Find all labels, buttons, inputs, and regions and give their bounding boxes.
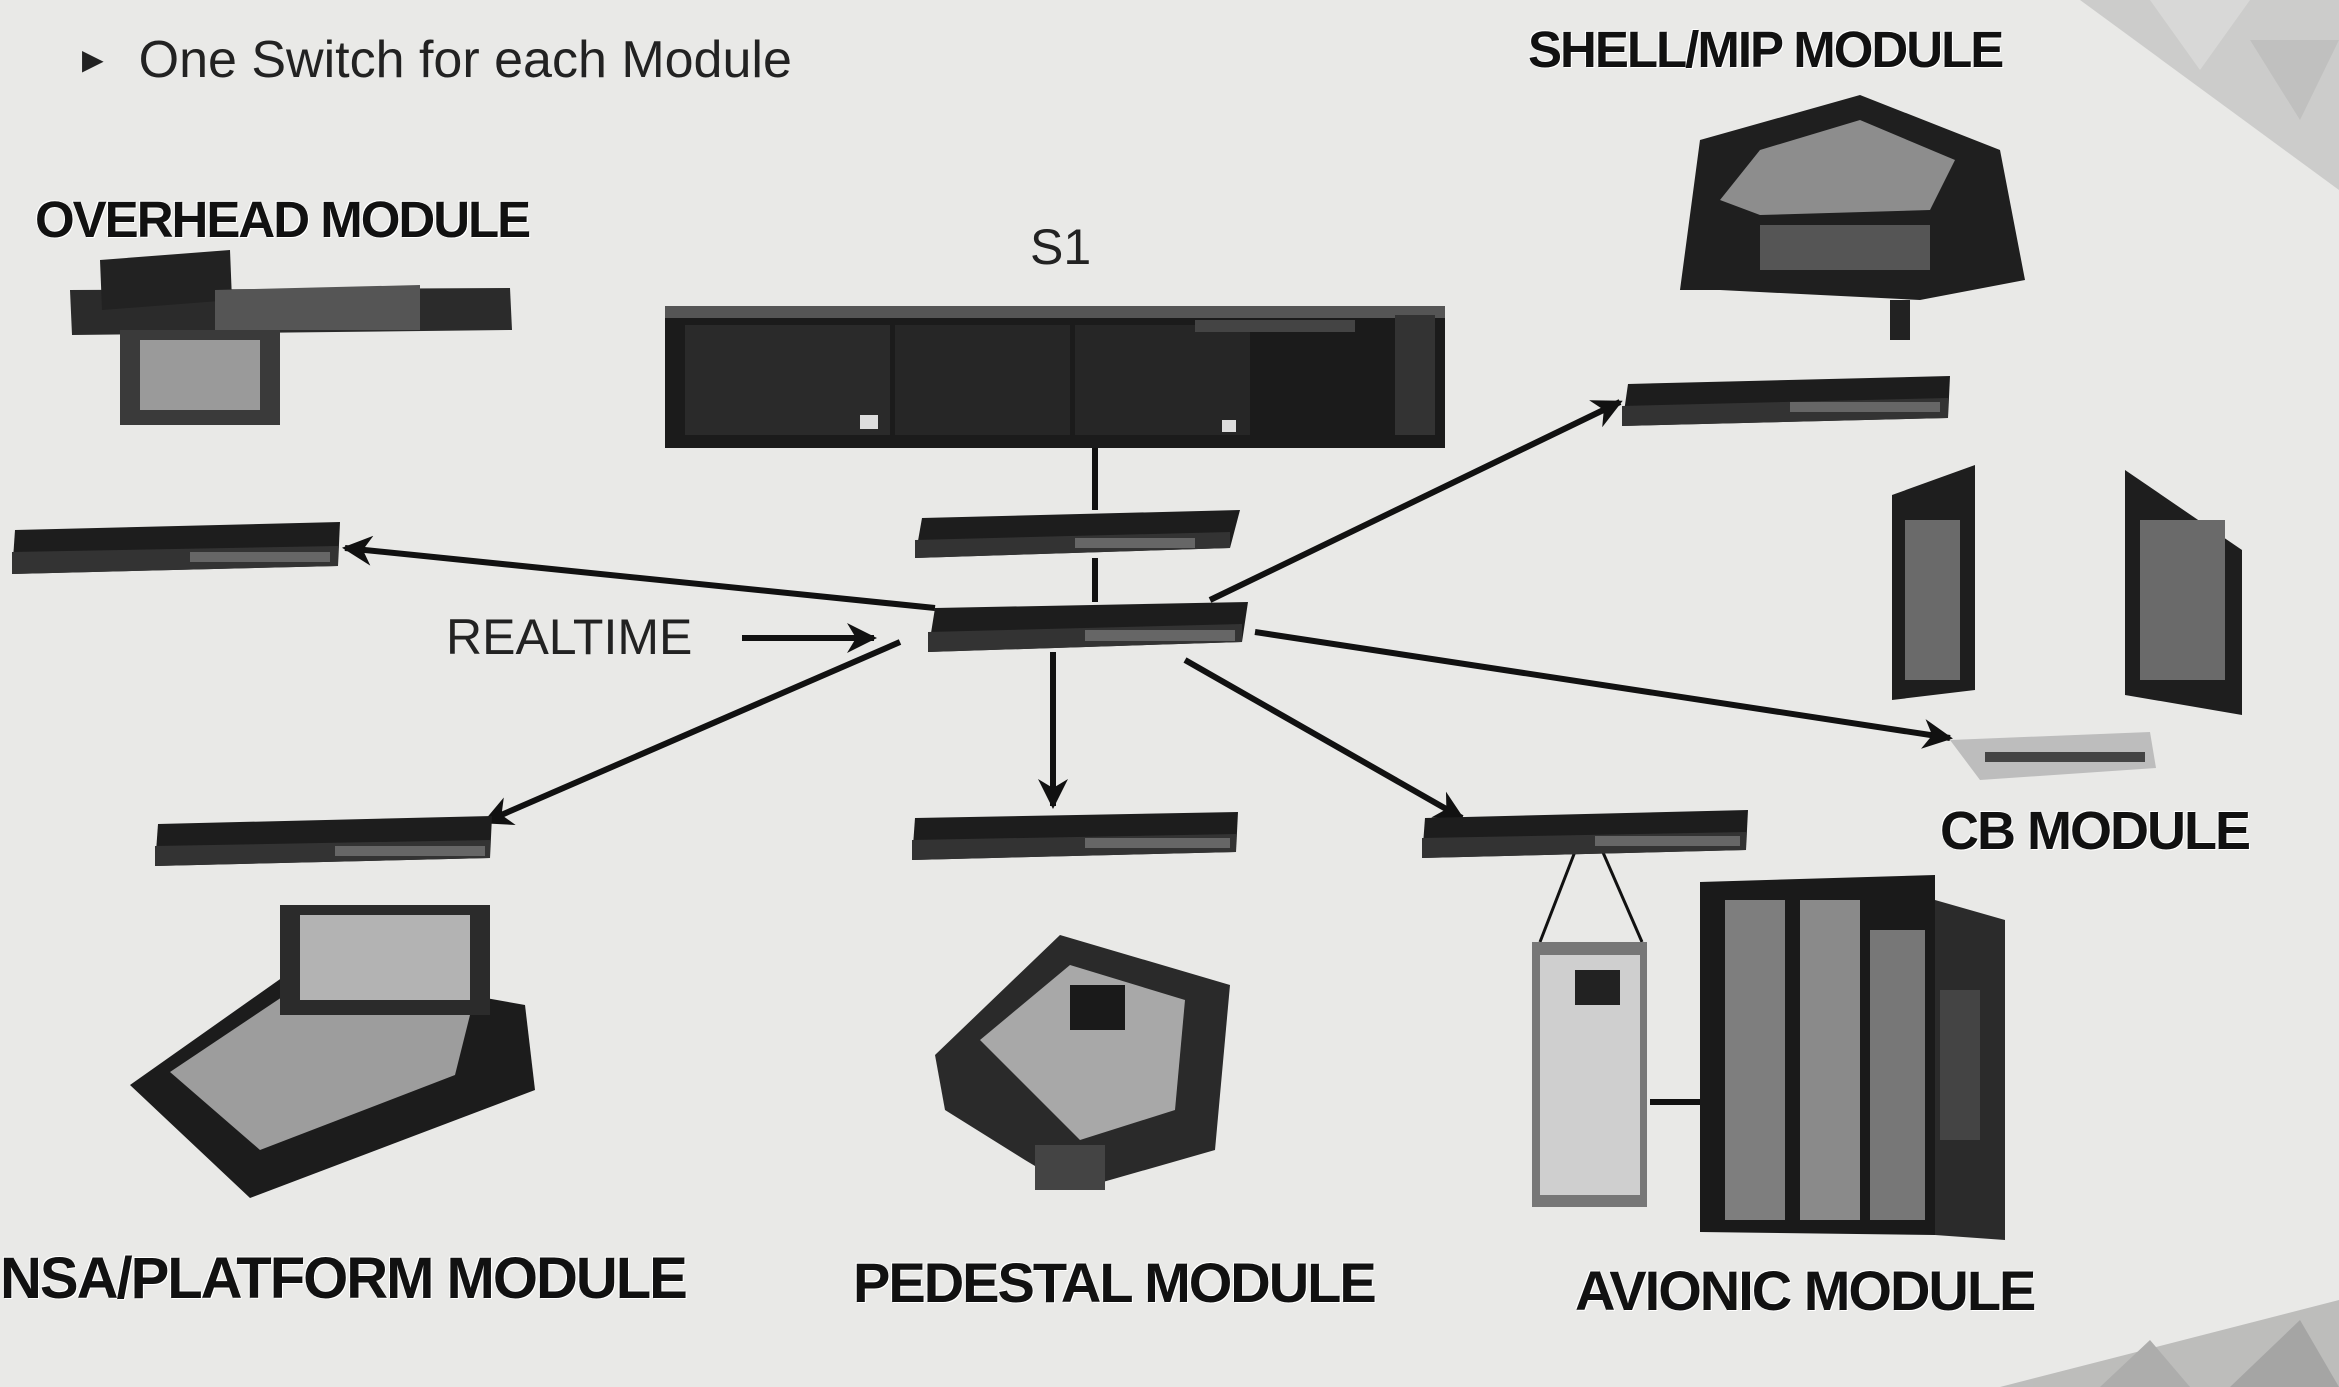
realtime-label: REALTIME	[446, 609, 693, 665]
bullet-point: ► One Switch for each Module	[75, 30, 792, 90]
avionic-module-image	[1532, 875, 2005, 1240]
arrow-to-cb-switch	[1254, 629, 1953, 749]
arrow-to-avionic-switch	[1183, 657, 1465, 821]
nsa-platform-module-label: NSA/PLATFORM MODULE	[0, 1246, 688, 1311]
overhead-module-image	[70, 250, 512, 425]
switch-shell	[1622, 376, 1950, 426]
cb-module-label: CB MODULE	[1940, 801, 2251, 861]
decorative-triangles-top-right	[2080, 0, 2339, 190]
switch-cb	[1950, 732, 2156, 780]
triangle-right-icon: ►	[75, 39, 111, 80]
switch-avionic	[1422, 810, 1748, 858]
switch-realtime	[928, 602, 1248, 652]
switch-server	[915, 510, 1240, 558]
bullet-text: One Switch for each Module	[138, 31, 792, 89]
pedestal-module-label: PEDESTAL MODULE	[853, 1251, 1377, 1314]
shell-mip-module-image	[1680, 95, 2025, 340]
shell-mip-module-label: SHELL/MIP MODULE	[1528, 21, 2004, 78]
pedestal-module-image	[935, 935, 1230, 1190]
switch-overhead	[12, 522, 340, 574]
decorative-triangles-bottom-right	[2000, 1300, 2339, 1387]
server-s1	[665, 306, 1445, 448]
switch-nsa	[155, 816, 492, 866]
nsa-platform-module-image	[130, 905, 535, 1198]
switch-pedestal	[912, 812, 1238, 860]
arrow-to-overhead-switch	[342, 535, 936, 611]
server-label: S1	[1030, 219, 1092, 275]
arrow-to-shell-switch	[1208, 399, 1623, 603]
cb-module-image	[1892, 465, 2242, 715]
overhead-module-label: OVERHEAD MODULE	[35, 191, 531, 248]
arrow-to-nsa-switch	[482, 639, 902, 826]
avionic-module-label: AVIONIC MODULE	[1575, 1259, 2036, 1322]
